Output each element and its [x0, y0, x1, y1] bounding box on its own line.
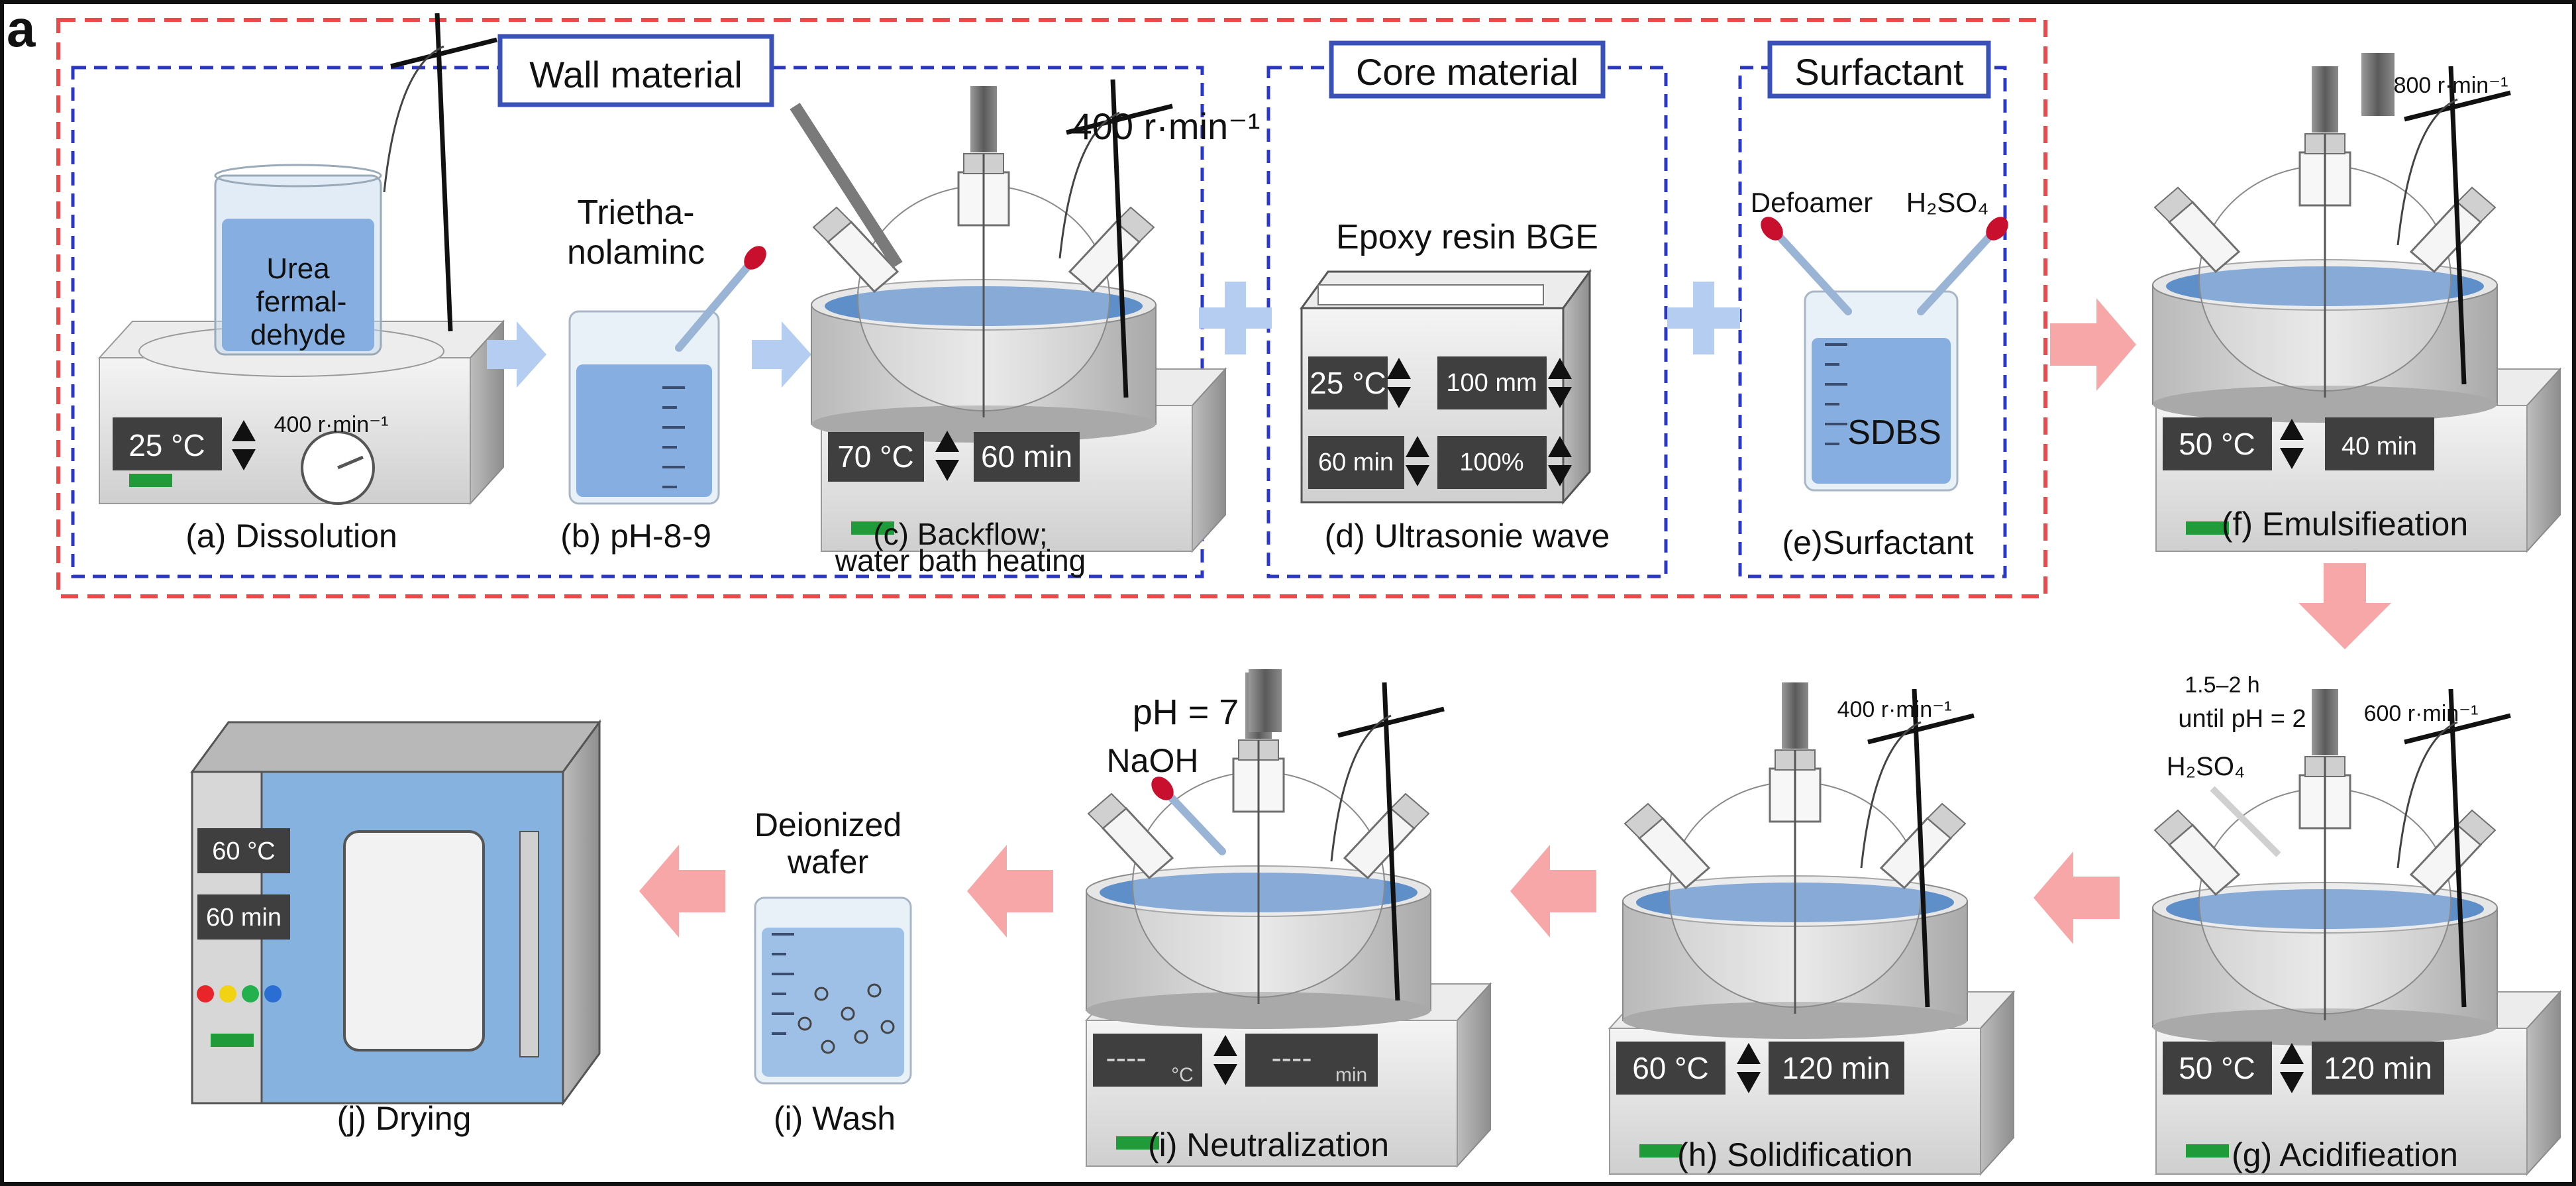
step-wash-label-1: Deionized — [754, 806, 902, 843]
oven-button-1 — [219, 985, 236, 1002]
step-j-time: 60 min — [206, 904, 282, 932]
step-i-ph: pH = 7 — [1133, 692, 1239, 732]
step-c-caption-1: (c) Backflow; — [873, 517, 1047, 551]
step-f-caption: (f) Emulsifieation — [2222, 506, 2468, 543]
step-f-temp: 50 °C — [2179, 427, 2255, 461]
beaker-a-label-3: dehyde — [250, 319, 346, 351]
step-f-time: 40 min — [2342, 433, 2417, 460]
oven-window — [343, 830, 485, 1051]
step-g-temp: 50 °C — [2179, 1051, 2255, 1085]
surfactant-title-box — [1767, 40, 1991, 99]
step-i-temp-unit: °C — [1171, 1064, 1194, 1086]
plus-icon-2 — [1667, 282, 1740, 354]
beaker-a-label-2: fermal- — [256, 286, 347, 318]
step-wash-caption: (i) Wash — [774, 1100, 896, 1137]
wall-material-title: Wall material — [529, 54, 743, 95]
step-g-time: 120 min — [2324, 1051, 2432, 1085]
step-c-speed: 400 r·min⁻¹ — [1072, 105, 1261, 147]
step-d-temp: 25 °C — [1310, 366, 1386, 400]
core-material-title-box — [1329, 40, 1606, 99]
step-i-caption: (i) Neutralization — [1148, 1126, 1389, 1163]
step-j-temp: 60 °C — [212, 837, 275, 865]
step-g-acid: H₂SO₄ — [2167, 752, 2245, 781]
step-j-drying: 60 °C 60 min (j) Drying — [190, 719, 601, 1137]
step-e-content: SDBS — [1847, 413, 1941, 452]
step-i-base: NaOH — [1107, 742, 1199, 779]
step-i-temp: ---- — [1106, 1040, 1146, 1075]
defoamer-pipette-icon — [1761, 217, 1783, 241]
step-d-amp: 100 mm — [1446, 369, 1537, 397]
step-g-note-2: until pH = 2 — [2178, 705, 2306, 733]
wall-core-surfactant-group — [56, 18, 2047, 598]
step-e-surfactant: Defoamer H₂SO₄ SDBS (e)Surfactant — [1751, 187, 2008, 561]
step-h-temp: 60 °C — [1632, 1051, 1709, 1085]
condenser-icon — [790, 103, 903, 268]
step-e-caption: (e)Surfactant — [1782, 524, 1973, 561]
step-h-time: 120 min — [1782, 1051, 1890, 1085]
step-h-caption: (h) Solidification — [1677, 1136, 1913, 1173]
step-c-temp: 70 °C — [837, 439, 914, 474]
step-i-time: ---- — [1271, 1040, 1312, 1075]
acid-pipette-icon — [1986, 217, 2008, 241]
step-b-caption: (b) pH-8-9 — [560, 517, 711, 555]
step-g-note-1: 1.5–2 h — [2185, 673, 2259, 698]
arrow-f-to-g — [2298, 563, 2391, 649]
oven-button-0 — [197, 985, 214, 1002]
arrow-h-to-i — [1510, 845, 1596, 938]
oven-handle — [519, 831, 539, 1057]
arrow-b-to-c — [752, 321, 811, 388]
step-a-dissolution: Urea fermal- dehyde 25 °C 400 r·min⁻¹ (a… — [99, 13, 504, 555]
arrow-e-to-f — [2050, 298, 2136, 391]
plus-icon-1 — [1199, 282, 1272, 354]
step-d-time: 60 min — [1318, 449, 1394, 476]
step-g-acidification: 1.5–2 h until pH = 2 600 r·min⁻¹ H₂SO₄ 5… — [2152, 673, 2561, 1175]
step-c-backflow: 400 r·min⁻¹ 70 °C 60 min (c) Backflow; w… — [790, 80, 1261, 578]
step-i-time-unit: min — [1335, 1064, 1367, 1086]
step-e-acid: H₂SO₄ — [1906, 187, 1988, 218]
beaker-a-label-1: Urea — [266, 252, 330, 285]
step-b-label-2: nolaminc — [567, 233, 705, 272]
step-c-time: 60 min — [981, 439, 1072, 474]
wall-material-title-box — [497, 34, 774, 107]
arrow-i-to-wash — [967, 845, 1053, 938]
naoh-pipette-icon — [1151, 777, 1174, 800]
step-d-power: 100% — [1459, 449, 1523, 476]
step-a-caption: (a) Dissolution — [185, 517, 397, 555]
step-d-label: Epoxy resin BGE — [1336, 218, 1598, 256]
surfactant-title: Surfactant — [1794, 51, 1964, 93]
step-i-neutralization: pH = 7 NaOH ---- °C ---- min (i) Neutral… — [1086, 669, 1491, 1167]
step-e-defoamer: Defoamer — [1751, 187, 1873, 218]
step-i-wash: Deionized wafer (i) Wash — [754, 806, 912, 1137]
step-a-temp: 25 °C — [129, 428, 205, 462]
step-d-ultrasonic: Epoxy resin BGE 25 °C 100 mm 60 min 100%… — [1300, 218, 1610, 555]
step-d-caption: (d) Ultrasonie wave — [1325, 517, 1610, 555]
step-j-caption: (j) Drying — [337, 1100, 472, 1137]
step-f-emulsification: 800 r·min⁻¹ 50 °C 40 min (f) Emulsifieat… — [2152, 53, 2561, 552]
panel-letter: a — [7, 0, 36, 58]
core-material-title: Core material — [1356, 51, 1578, 93]
step-wash-label-2: wafer — [787, 843, 868, 881]
step-f-speed: 800 r·min⁻¹ — [2394, 73, 2508, 98]
step-g-speed: 600 r·min⁻¹ — [2364, 701, 2479, 726]
step-a-speed: 400 r·min⁻¹ — [274, 412, 389, 437]
step-h-solidification: 400 r·min⁻¹ 60 °C 120 min (h) Solidifica… — [1609, 681, 2014, 1175]
oven-button-2 — [242, 985, 259, 1002]
step-g-caption: (g) Acidifieation — [2232, 1136, 2458, 1173]
step-b-ph: Trietha- nolaminc (b) pH-8-9 — [560, 193, 771, 555]
step-h-speed: 400 r·min⁻¹ — [1837, 697, 1952, 722]
oven-button-3 — [264, 985, 282, 1002]
oven-buttons — [197, 985, 282, 1002]
step-b-label-1: Trietha- — [577, 193, 694, 232]
step-a-temp-display — [113, 417, 222, 470]
arrow-g-to-h — [2034, 851, 2120, 944]
arrow-wash-to-j — [639, 845, 725, 938]
step-c-caption-2: water bath heating — [835, 543, 1086, 578]
